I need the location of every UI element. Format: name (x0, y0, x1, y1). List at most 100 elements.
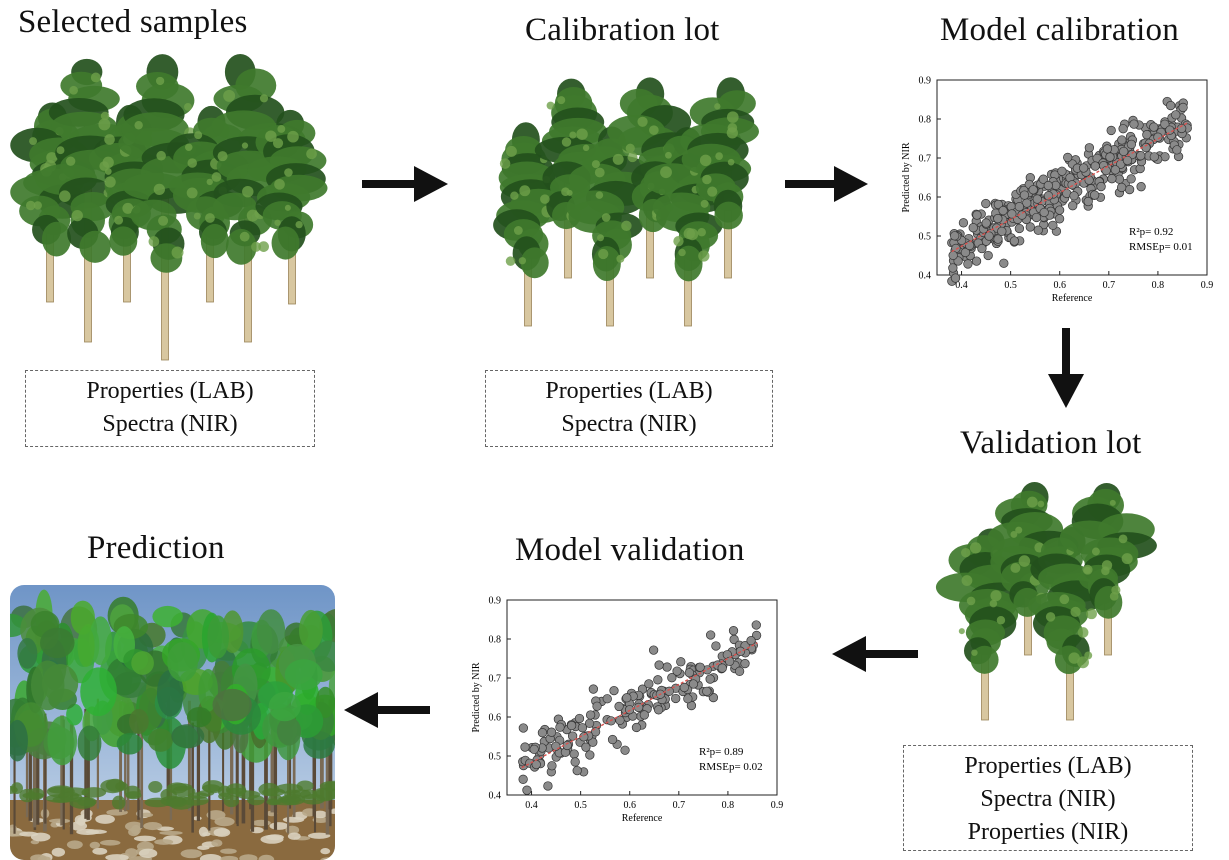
x-tick-label: 0.8 (1152, 280, 1165, 291)
x-tick-label: 0.7 (673, 800, 686, 811)
x-tick-label: 0.5 (574, 800, 587, 811)
x-tick-label: 0.6 (1053, 280, 1066, 291)
scatter-point (993, 199, 1004, 210)
scatter-point (543, 781, 553, 791)
scatter-point (1039, 207, 1049, 218)
scatter-point (702, 686, 712, 697)
scatter-point (614, 701, 624, 712)
scatter-point (570, 757, 580, 767)
scatter-point (1032, 194, 1042, 204)
scatter-point (1172, 145, 1182, 155)
scatter-point (1007, 209, 1017, 219)
scatter-point (1105, 152, 1115, 162)
scatter-point (654, 660, 664, 670)
scatter-point (520, 742, 530, 752)
scatter-point (981, 198, 991, 209)
scatter-point (574, 713, 585, 724)
box-line: Properties (LAB) (964, 753, 1132, 779)
scatter-point (1090, 161, 1100, 171)
scatter-point (1019, 190, 1030, 200)
scatter-point (1136, 182, 1146, 192)
scatter-point (728, 626, 739, 636)
scatter-point (684, 668, 694, 678)
scatter-point (547, 761, 557, 771)
scatter-point (566, 720, 577, 731)
scatter-point (695, 662, 705, 672)
scatter-point (1014, 202, 1024, 212)
scatter-point (950, 231, 960, 241)
y-axis-label: Predicted by NIR (901, 142, 912, 212)
scatter-point (1079, 163, 1089, 173)
tree-icon (1059, 483, 1157, 656)
scatter-point (746, 635, 756, 646)
calibration-lot-properties-box: Properties (LAB) Spectra (NIR) (485, 370, 773, 447)
scatter-point (581, 742, 591, 752)
scatter-point (1149, 152, 1159, 162)
x-tick-label: 0.9 (771, 800, 784, 811)
scatter-point (1110, 165, 1120, 175)
scatter-point (662, 662, 672, 672)
scatter-point (602, 694, 612, 704)
x-tick-label: 0.4 (525, 800, 538, 811)
scatter-point (648, 645, 659, 655)
y-tick-label: 0.9 (489, 596, 502, 607)
scatter-point (993, 234, 1003, 244)
x-tick-label: 0.7 (1103, 280, 1116, 291)
x-tick-label: 0.8 (722, 800, 735, 811)
scatter-point (1101, 165, 1111, 176)
scatter-point (537, 728, 548, 738)
scatter-point (734, 666, 745, 676)
scatter-point (518, 723, 528, 733)
scatter-point (1153, 132, 1163, 142)
title-model-calibration: Model calibration (940, 12, 1179, 48)
scatter-point (1126, 139, 1137, 150)
scatter-point (740, 658, 750, 669)
scatter-point (997, 226, 1007, 236)
scatter-point (705, 630, 716, 640)
scatter-point (981, 218, 991, 228)
scatter-point (1149, 122, 1159, 132)
scatter-point (672, 666, 682, 676)
scatter-point (948, 263, 958, 273)
scatter-point (588, 737, 598, 747)
scatter-point (653, 675, 663, 685)
scatter-point (688, 679, 699, 689)
scatter-point (518, 774, 528, 784)
scatter-point (963, 259, 973, 269)
title-validation-lot: Validation lot (960, 425, 1142, 461)
scatter-point (1031, 212, 1042, 223)
validation-lot-properties-box: Properties (LAB) Spectra (NIR) Propertie… (903, 745, 1193, 851)
y-tick-label: 0.4 (489, 791, 502, 802)
scatter-point (950, 273, 961, 283)
scatter-point (653, 705, 664, 715)
y-tick-label: 0.7 (489, 674, 502, 685)
scatter-point (751, 620, 761, 630)
box-line: Spectra (NIR) (561, 411, 697, 437)
y-tick-label: 0.7 (919, 154, 932, 165)
title-calibration-lot: Calibration lot (525, 12, 720, 48)
annotation: RMSEp= 0.02 (699, 761, 763, 773)
scatter-point (1043, 180, 1053, 191)
scatter-point (1084, 143, 1095, 153)
scatter-point (607, 734, 618, 745)
y-tick-label: 0.5 (489, 752, 502, 763)
scatter-point (1054, 205, 1065, 215)
annotation: R²p= 0.92 (1129, 226, 1173, 238)
scatter-point (1014, 223, 1025, 234)
scatter-point (705, 674, 715, 684)
scatter-point (1048, 220, 1058, 230)
scatter-point (569, 749, 579, 759)
box-line: Spectra (NIR) (980, 786, 1116, 812)
scatter-point (1129, 119, 1139, 129)
tree-icon (493, 122, 568, 327)
scatter-point (971, 256, 982, 266)
scatter-point (717, 663, 727, 673)
y-tick-label: 0.8 (489, 635, 502, 646)
scatter-point (620, 745, 630, 755)
scatter-point (1126, 174, 1136, 184)
box-line: Spectra (NIR) (102, 411, 238, 437)
scatter-point (1178, 102, 1188, 113)
